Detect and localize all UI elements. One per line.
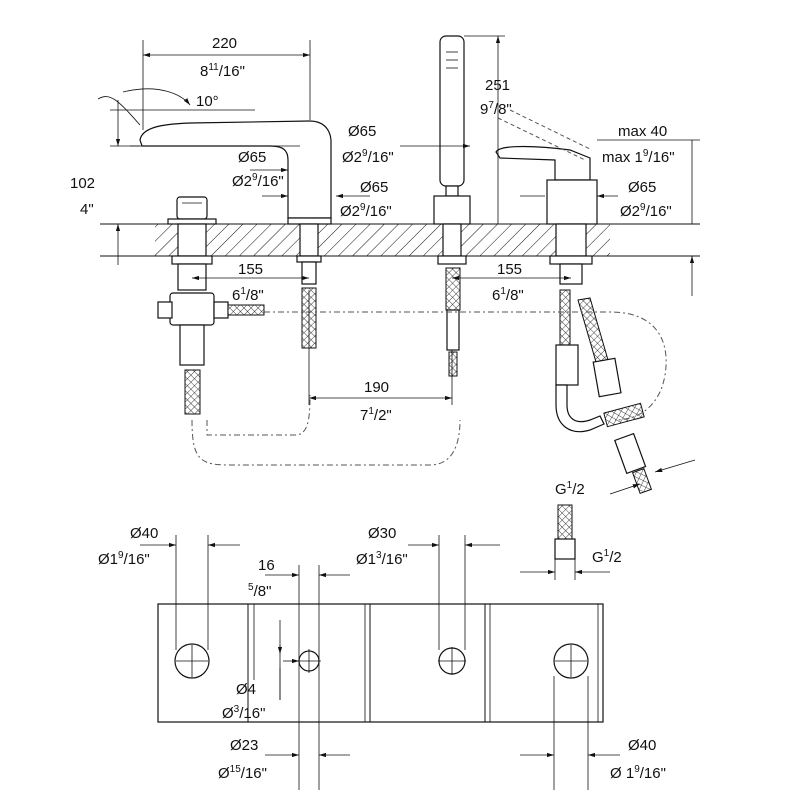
handle-dia-in-label: Ø29/16" bbox=[620, 202, 672, 220]
max-mm-label: max 40 bbox=[618, 123, 667, 140]
mid-in-label: Ø15/16" bbox=[218, 764, 267, 782]
plan-view bbox=[140, 504, 620, 790]
bath-spout bbox=[97, 88, 332, 349]
thread-bottom-label: G1/2 bbox=[592, 548, 622, 566]
dimension-lines bbox=[110, 35, 700, 495]
thread-top-label: G1/2 bbox=[555, 480, 585, 498]
mid-mm-label: Ø23 bbox=[230, 737, 258, 754]
spout-dia-in-label: Ø29/16" bbox=[232, 172, 284, 190]
spacing-mid-mm-label: 190 bbox=[364, 379, 389, 396]
width-mm-label: 220 bbox=[212, 35, 237, 52]
hole1-in-label: Ø19/16" bbox=[98, 550, 150, 568]
valve-dia-in-label: Ø29/16" bbox=[340, 202, 392, 220]
small-in-label: Ø3/16" bbox=[222, 704, 265, 722]
spacing-left-in-label: 61/8" bbox=[232, 286, 264, 304]
shower-height-mm-label: 251 bbox=[485, 77, 510, 94]
spacing-right-mm-label: 155 bbox=[497, 261, 522, 278]
hose-path-dashed bbox=[191, 311, 667, 466]
hole4-mm-label: Ø40 bbox=[628, 737, 656, 754]
angle-label: 10° bbox=[196, 93, 219, 110]
hole1-mm-label: Ø40 bbox=[130, 525, 158, 542]
mixer-valve bbox=[495, 109, 653, 495]
valve-dia-mm-label: Ø65 bbox=[360, 179, 388, 196]
gap-mm-label: 16 bbox=[258, 557, 275, 574]
width-in-label: 811/16" bbox=[200, 62, 245, 80]
plan-labels: Ø40 Ø19/16" Ø30 Ø13/16" 16 5/8" Ø4 Ø3/16… bbox=[98, 525, 666, 782]
shower-dia-mm-label: Ø65 bbox=[348, 123, 376, 140]
hand-shower bbox=[433, 35, 471, 377]
spout-dia-mm-label: Ø65 bbox=[238, 149, 266, 166]
small-mm-label: Ø4 bbox=[236, 681, 256, 698]
shower-dia-in-label: Ø29/16" bbox=[342, 148, 394, 166]
gap-in-label: 5/8" bbox=[248, 582, 271, 600]
height-mm-label: 102 bbox=[70, 175, 95, 192]
spacing-left-mm-label: 155 bbox=[238, 261, 263, 278]
spacing-mid-in-label: 71/2" bbox=[360, 406, 392, 424]
deck-section bbox=[100, 223, 700, 257]
hole2-mm-label: Ø30 bbox=[368, 525, 396, 542]
max-in-label: max 19/16" bbox=[602, 148, 675, 166]
hole2-in-label: Ø13/16" bbox=[356, 550, 408, 568]
hole4-in-label: Ø 19/16" bbox=[610, 764, 666, 782]
spacing-right-in-label: 61/8" bbox=[492, 286, 524, 304]
height-in-label: 4" bbox=[80, 201, 94, 218]
dimension-labels: 220 811/16" 10° 102 4" Ø65 Ø29/16" Ø65 Ø… bbox=[70, 35, 675, 498]
shower-height-in-label: 97/8" bbox=[480, 100, 512, 118]
left-valve bbox=[157, 196, 265, 415]
handle-dia-mm-label: Ø65 bbox=[628, 179, 656, 196]
